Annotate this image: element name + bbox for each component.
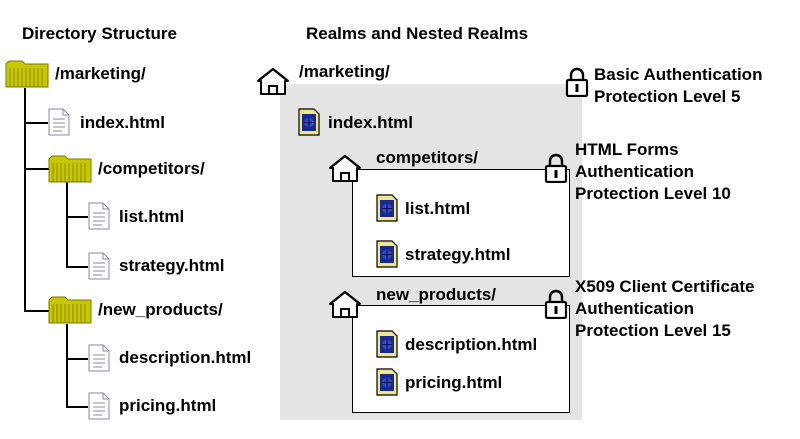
tree-folder-new-products[interactable]: /new_products/: [98, 300, 223, 319]
protection-line: Protection Level 15: [575, 321, 731, 340]
basic-auth-protection: Basic Authentication Protection Level 5: [594, 64, 762, 108]
directory-structure-heading: Directory Structure: [22, 24, 177, 43]
web-document-icon[interactable]: [376, 330, 398, 358]
tree-folder-competitors[interactable]: /competitors/: [98, 159, 205, 178]
protection-line: Authentication: [575, 162, 694, 181]
tree-connector: [66, 324, 68, 406]
folder-icon[interactable]: [48, 155, 92, 183]
document-icon[interactable]: [88, 202, 110, 230]
lock-icon: [565, 67, 589, 97]
protection-line: Protection Level 5: [594, 87, 741, 106]
web-document-icon[interactable]: [376, 194, 398, 222]
tree-file-description[interactable]: description.html: [119, 348, 252, 367]
web-document-icon[interactable]: [376, 240, 398, 268]
tree-connector: [24, 168, 52, 170]
tree-connector: [66, 358, 88, 360]
folder-icon[interactable]: [5, 60, 49, 88]
realm-competitors-label: competitors/: [376, 148, 479, 167]
x509-protection: X509 Client Certificate Authentication P…: [575, 276, 755, 342]
tree-connector: [66, 406, 88, 408]
tree-folder-marketing[interactable]: /marketing/: [55, 64, 146, 83]
document-icon[interactable]: [88, 252, 110, 280]
realm-marketing-label: /marketing/: [299, 62, 390, 81]
document-icon[interactable]: [48, 108, 70, 136]
web-document-icon[interactable]: [376, 368, 398, 396]
tree-connector: [24, 122, 48, 124]
document-icon[interactable]: [88, 392, 110, 420]
realm-house-icon: [328, 289, 362, 319]
realm-house-icon: [256, 66, 290, 96]
realm-file-list[interactable]: list.html: [405, 199, 471, 218]
realm-file-strategy[interactable]: strategy.html: [405, 245, 511, 264]
tree-connector: [24, 310, 52, 312]
tree-file-pricing[interactable]: pricing.html: [119, 396, 217, 415]
folder-icon[interactable]: [48, 296, 92, 324]
document-icon[interactable]: [88, 344, 110, 372]
realm-file-index[interactable]: index.html: [328, 113, 414, 132]
protection-line: Authentication: [575, 299, 694, 318]
lock-icon: [544, 153, 568, 183]
realm-house-icon: [328, 153, 362, 183]
tree-connector: [24, 88, 26, 310]
protection-line: X509 Client Certificate: [575, 277, 755, 296]
tree-connector: [66, 182, 68, 266]
realm-file-pricing[interactable]: pricing.html: [405, 373, 503, 392]
tree-file-list[interactable]: list.html: [119, 207, 185, 226]
protection-line: Basic Authentication: [594, 65, 763, 84]
new-products-realm-box: [352, 305, 570, 413]
html-forms-protection: HTML Forms Authentication Protection Lev…: [575, 139, 731, 205]
protection-line: Protection Level 10: [575, 184, 731, 203]
tree-file-index[interactable]: index.html: [80, 113, 166, 132]
realm-file-description[interactable]: description.html: [405, 335, 538, 354]
tree-file-strategy[interactable]: strategy.html: [119, 256, 225, 275]
tree-connector: [66, 266, 88, 268]
realm-new-products-label: new_products/: [376, 285, 496, 304]
protection-line: HTML Forms: [575, 140, 679, 159]
realms-heading: Realms and Nested Realms: [306, 24, 529, 43]
tree-connector: [66, 216, 88, 218]
web-document-icon[interactable]: [298, 108, 320, 136]
lock-icon: [544, 289, 568, 319]
